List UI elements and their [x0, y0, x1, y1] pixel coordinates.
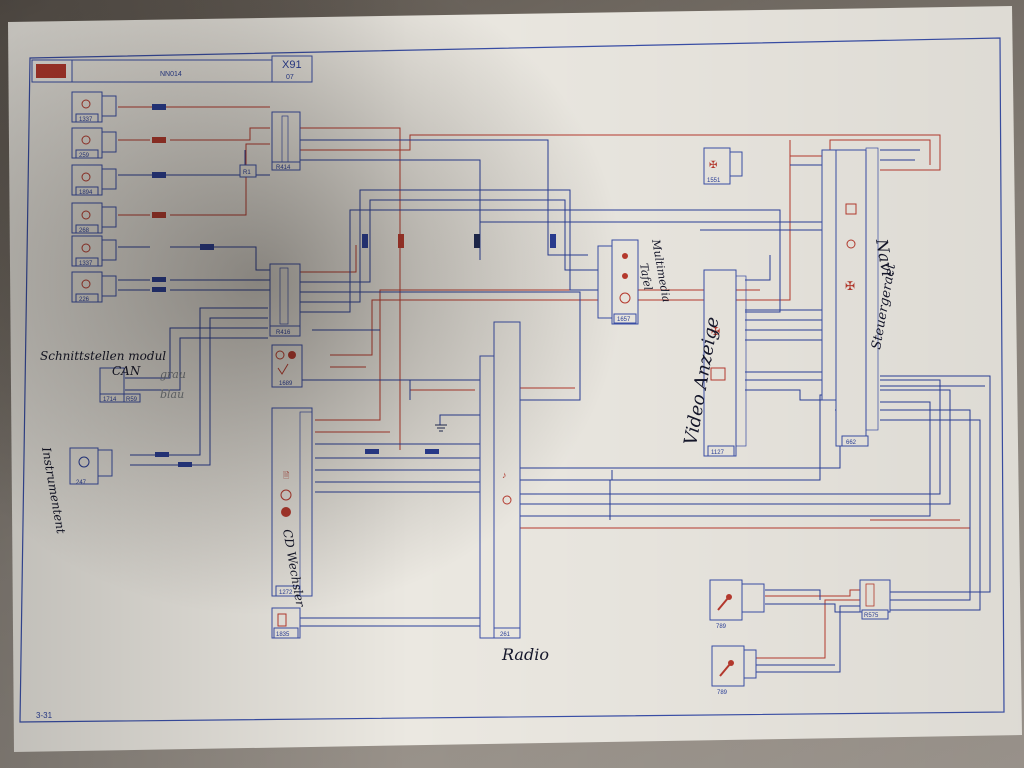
left-component-label: 226: [79, 297, 90, 303]
box-1127-label: 1127: [711, 450, 725, 456]
left-component-1337: 1337: [71, 91, 117, 123]
component-1689-label: 1689: [279, 381, 293, 387]
box-1714: 1714 R59: [99, 367, 141, 403]
header-logo: [36, 64, 66, 78]
note-schnittstellen: Schnittstellen modul: [40, 349, 166, 363]
header-page-code: X91: [282, 59, 302, 71]
relay-r1-label: R1: [243, 170, 251, 176]
left-component-label-box: [75, 293, 99, 303]
left-component-label-box: [75, 186, 99, 196]
left-component-226: 226: [71, 271, 117, 303]
note-grau: grau: [160, 368, 186, 381]
box-1657: 1657: [597, 239, 639, 325]
box-662: ✠ 662: [821, 147, 879, 447]
note-tafel: Tafel: [637, 262, 655, 291]
box-247-label: 247: [76, 480, 87, 486]
left-component-plug: [101, 275, 117, 297]
box-247: 247: [69, 447, 113, 486]
component-symbol-icon: [81, 135, 91, 145]
ground-symbol: [435, 424, 447, 432]
left-component-label-box: [75, 149, 99, 159]
left-component-1337: 1337: [71, 235, 117, 267]
left-component-268: 268: [71, 202, 117, 234]
diagram-frame: [19, 37, 1005, 723]
box-261: ♪ 261: [479, 321, 521, 639]
box-1835-label: 1835: [276, 632, 290, 638]
red-wires: [118, 106, 970, 659]
box-1551-label: 1551: [707, 178, 721, 184]
left-component-plug: [101, 131, 117, 153]
svg-text:✠: ✠: [845, 279, 855, 293]
box-1657-label: 1657: [617, 317, 631, 323]
box-789-lower-label: 789: [717, 690, 728, 696]
box-1272-label: 1272: [279, 590, 293, 596]
left-component-label: 259: [79, 153, 90, 159]
left-component-column: 1337 259 1894 268 1337 226: [71, 91, 117, 303]
component-symbol-icon: [81, 99, 91, 109]
page-number: 3-31: [36, 711, 53, 720]
box-789-lower: 789: [711, 645, 757, 696]
box-261-label: 261: [500, 632, 511, 638]
component-symbol-icon: [81, 279, 91, 289]
header-block-ref: NN014: [160, 71, 182, 78]
box-789-upper-label: 789: [716, 624, 727, 630]
box-1714-label2: R59: [126, 397, 138, 403]
left-component-label-box: [75, 224, 99, 234]
inline-fuse-markers: [152, 104, 556, 467]
box-1127: ✠ 1127: [703, 269, 747, 457]
left-component-1894: 1894: [71, 164, 117, 196]
header-code-box: [271, 55, 313, 83]
box-789-upper: 789: [709, 579, 765, 630]
left-component-label-box: [75, 113, 99, 123]
relay-r416: R416: [269, 263, 301, 337]
left-component-label: 1337: [79, 117, 93, 123]
svg-text:✠: ✠: [709, 160, 717, 171]
box-1714-label: 1714: [103, 397, 117, 403]
svg-text:🗎: 🗎: [283, 471, 290, 480]
left-component-259: 259: [71, 127, 117, 159]
header-page-num: 07: [286, 74, 294, 81]
box-1551: ✠ 1551: [703, 147, 743, 185]
blue-wires: [118, 139, 991, 673]
box-1835: 1835: [271, 607, 301, 639]
note-radio: Radio: [501, 645, 549, 664]
component-1689: 1689: [271, 344, 303, 388]
relay-r414-label: R414: [276, 165, 291, 171]
left-component-label: 1894: [79, 190, 93, 196]
left-component-label: 268: [79, 228, 90, 234]
svg-text:♪: ♪: [502, 470, 507, 480]
component-symbol-icon: [81, 210, 91, 220]
left-component-plug: [101, 239, 117, 261]
header-band: NN014 X91 07: [31, 55, 313, 83]
relay-r414: R414: [271, 111, 301, 171]
connector-r575: R575: [859, 579, 891, 620]
connector-r575-label: R575: [864, 613, 879, 619]
relay-r416-label: R416: [276, 330, 291, 336]
relay-r1: R1: [239, 164, 257, 178]
component-symbol-icon: [81, 172, 91, 182]
box-1272: 🗎 1272: [271, 407, 313, 597]
note-can: CAN: [112, 364, 141, 378]
left-component-plug: [101, 168, 117, 190]
component-symbol-icon: [81, 243, 91, 253]
left-component-label: 1337: [79, 261, 93, 267]
box-662-label: 662: [846, 440, 857, 446]
left-component-label-box: [75, 257, 99, 267]
left-component-plug: [101, 206, 117, 228]
svg-text:✠: ✠: [711, 326, 720, 338]
note-blau: blau: [160, 388, 184, 401]
left-component-plug: [101, 95, 117, 117]
